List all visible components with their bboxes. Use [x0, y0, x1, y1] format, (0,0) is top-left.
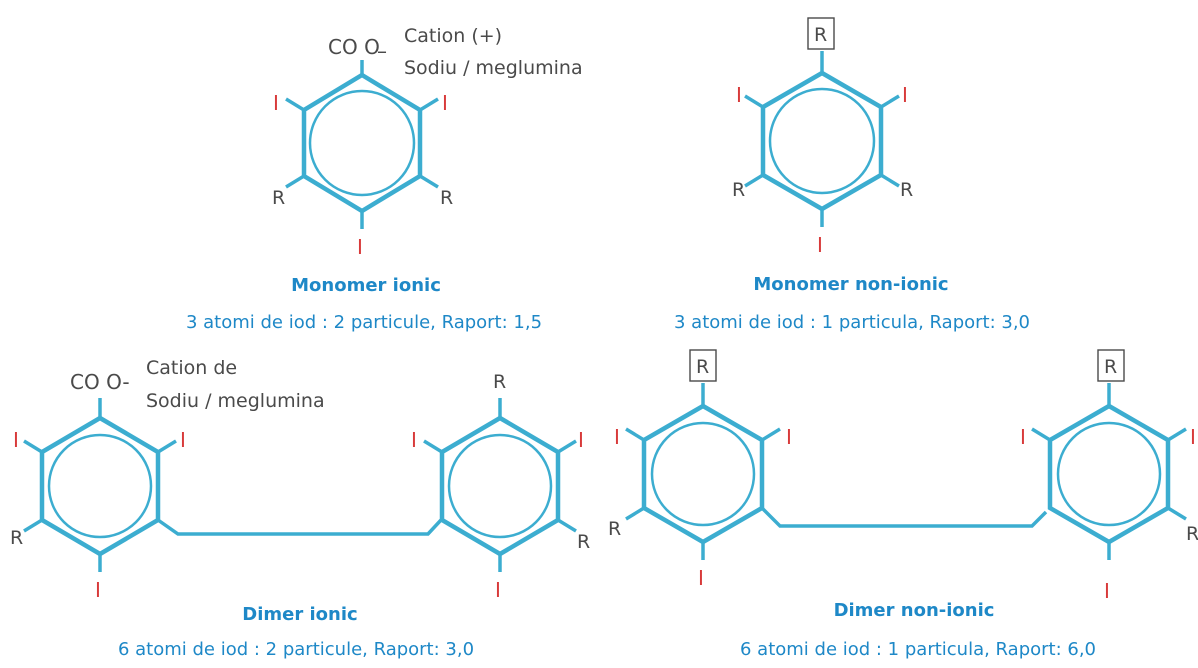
cation-label: Cation (+) [404, 25, 502, 47]
bond [285, 97, 305, 112]
monomer-ionic-structure: CO O – Cation (+) Sodiu / meglumina I I … [186, 25, 583, 333]
iodine-atom: I [902, 83, 908, 107]
benzene-ring [641, 403, 765, 545]
bond [880, 173, 900, 188]
bond [419, 174, 439, 189]
iodine-atom: I [1104, 579, 1110, 603]
monomer-nonionic-structure: R I I I R R Monomer non-ionic 3 atomi de… [674, 17, 1030, 333]
r-group-box [807, 17, 835, 50]
r-group: R [577, 531, 590, 553]
cation-name: Sodiu / meglumina [404, 57, 583, 79]
iodine-atom: I [273, 91, 279, 115]
bond [23, 518, 43, 533]
carboxylate-group: CO O [328, 35, 380, 59]
r-group: R [900, 179, 913, 201]
negative-charge: – [377, 39, 387, 63]
iodine-atom: I [411, 428, 417, 452]
iodine-atom: I [1190, 425, 1196, 449]
aromatic-circle [650, 421, 756, 527]
cation-label: Cation de [146, 357, 237, 379]
monomer-nonionic-title: Monomer non-ionic [753, 274, 948, 295]
benzene-ring [1047, 403, 1171, 545]
iodine-atom: I [95, 578, 101, 602]
r-group: R [814, 24, 827, 46]
dimer-nonionic-ratio: 6 atomi de iod : 1 particula, Raport: 6,… [740, 639, 1096, 660]
aromatic-circle [768, 87, 876, 195]
benzene-ring [760, 70, 884, 212]
iodine-atom: I [357, 235, 363, 259]
dimer-linker [760, 506, 1048, 528]
r-group-box [689, 349, 717, 382]
r-group: R [10, 527, 23, 549]
iodine-atom: I [817, 233, 823, 257]
dimer-ionic-ratio: 6 atomi de iod : 2 particule, Raport: 3,… [118, 639, 474, 660]
aromatic-circle [47, 433, 153, 539]
aromatic-circle [308, 89, 416, 197]
iodine-atom: I [614, 425, 620, 449]
iodine-atom: I [442, 91, 448, 115]
r-group: R [732, 179, 745, 201]
iodine-atom: I [180, 428, 186, 452]
carboxylate-group: CO O- [70, 370, 130, 394]
aromatic-circle [1056, 421, 1162, 527]
iodine-atom: I [786, 425, 792, 449]
dimer-ionic-title: Dimer ionic [242, 604, 357, 625]
benzene-ring [301, 72, 423, 214]
benzene-ring [439, 415, 561, 557]
dimer-linker [156, 518, 443, 536]
r-group: R [1104, 356, 1117, 378]
bond [157, 439, 177, 454]
r-group: R [696, 356, 709, 378]
r-group: R [608, 518, 621, 540]
r-group: R [493, 371, 506, 393]
bond [419, 97, 439, 112]
iodine-atom: I [13, 428, 19, 452]
benzene-ring [39, 415, 161, 557]
iodine-atom: I [578, 428, 584, 452]
iodine-atom: I [1020, 425, 1026, 449]
bond [423, 439, 443, 454]
dimer-nonionic-structure: R I I I R R I I I R Dimer non-ionic 6 at… [608, 349, 1198, 660]
iodine-atom: I [736, 83, 742, 107]
bond [557, 439, 577, 454]
bond [625, 506, 645, 521]
bond [1031, 427, 1051, 442]
monomer-nonionic-ratio: 3 atomi de iod : 1 particula, Raport: 3,… [674, 312, 1030, 333]
bond [1167, 506, 1187, 521]
r-group: R [440, 187, 453, 209]
r-group-box [1097, 349, 1125, 382]
monomer-ionic-ratio: 3 atomi de iod : 2 particule, Raport: 1,… [186, 312, 542, 333]
bond [1167, 427, 1187, 442]
bond [625, 427, 645, 442]
bond [761, 427, 781, 442]
dimer-nonionic-title: Dimer non-ionic [834, 600, 995, 621]
bond [744, 173, 764, 188]
bond [880, 94, 900, 109]
iodine-atom: I [495, 578, 501, 602]
bond [557, 518, 577, 533]
bond [23, 439, 43, 454]
iodine-atom: I [698, 566, 704, 590]
dimer-ionic-structure: CO O- Cation de Sodiu / meglumina I I I … [10, 357, 590, 660]
bond [744, 94, 764, 109]
monomer-ionic-title: Monomer ionic [291, 275, 441, 296]
aromatic-circle [447, 433, 553, 539]
bond [285, 174, 305, 189]
r-group: R [272, 187, 285, 209]
r-group: R [1186, 523, 1198, 545]
cation-name: Sodiu / meglumina [146, 390, 325, 412]
